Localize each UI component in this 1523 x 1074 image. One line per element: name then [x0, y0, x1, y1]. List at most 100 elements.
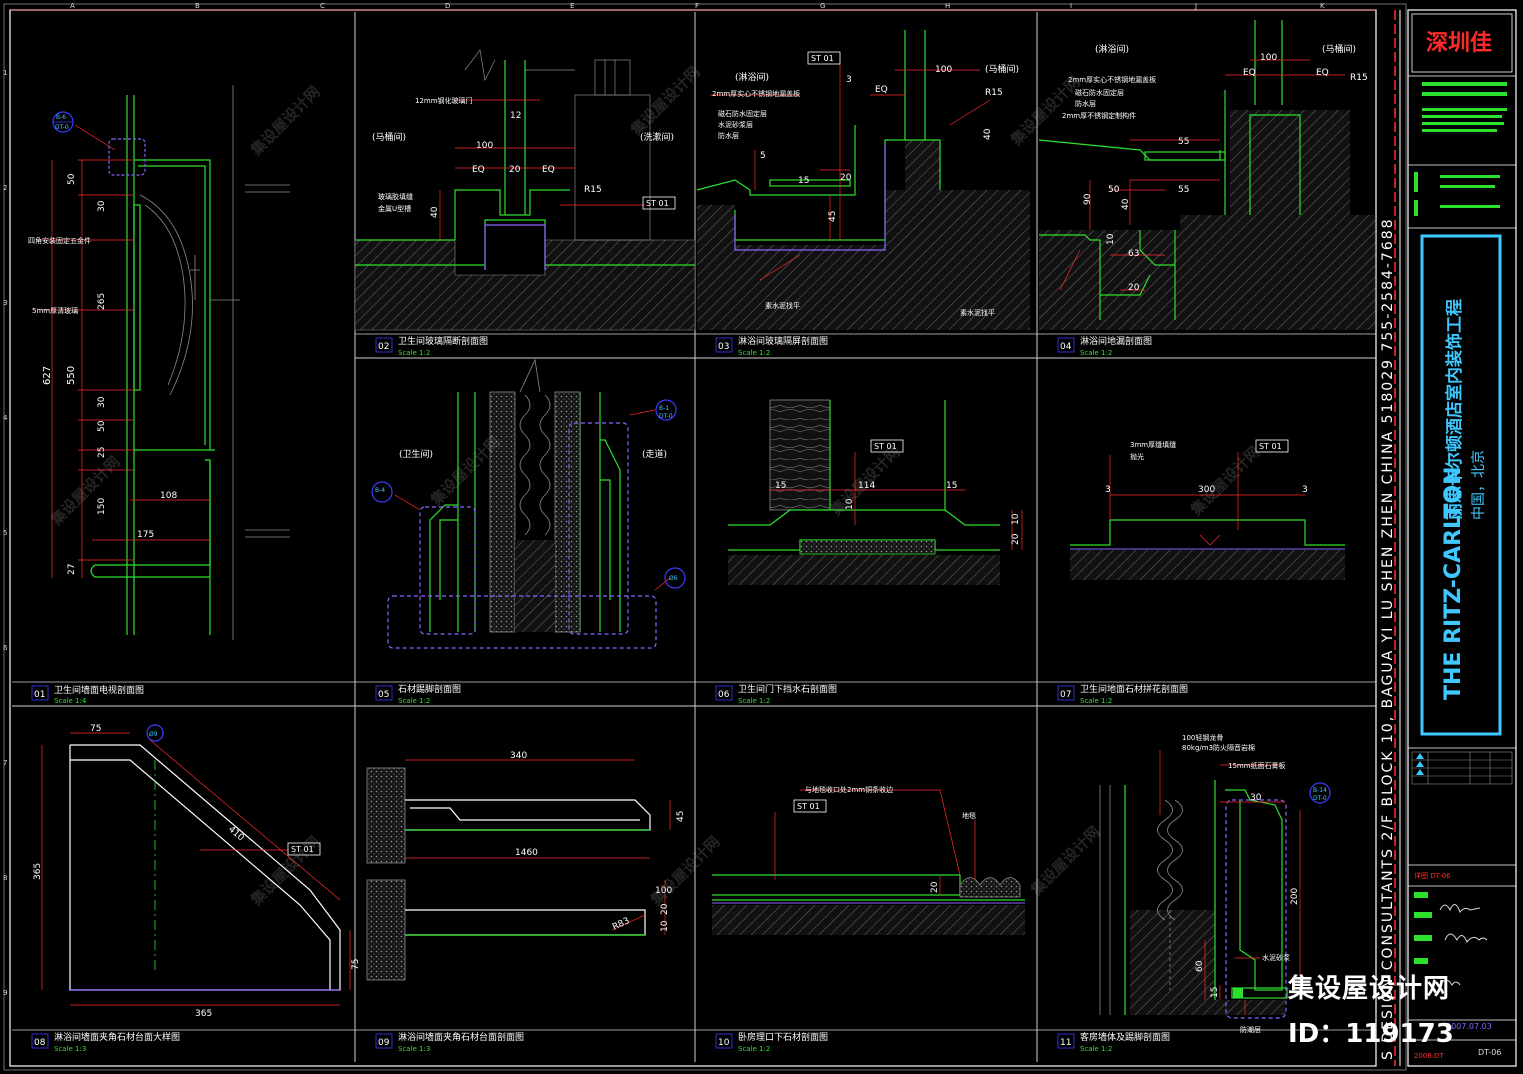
dimension-text: 50	[1108, 185, 1120, 195]
panel-number: 04	[1060, 342, 1072, 352]
dimension-text: 15	[1210, 987, 1220, 998]
material-tag: ST 01	[811, 54, 834, 63]
panel-title: 卫生间地面石材拼花剖面图	[1080, 683, 1188, 695]
grid-col-label: K	[1320, 2, 1325, 10]
dimension-text: 45	[676, 811, 686, 822]
dimension-text: 20	[509, 165, 521, 175]
detail-callout-sheet: DT-0	[55, 124, 69, 131]
panel-title: 淋浴间墙面夹角石材台面大样图	[54, 1031, 180, 1043]
grid-col-label: F	[695, 2, 699, 10]
drawing-number: 2008.DT	[1414, 1052, 1444, 1060]
grid-col-label: J	[1194, 2, 1197, 10]
detail-callout-tag: Ø6	[669, 575, 678, 582]
dimension-text: 40	[1121, 198, 1131, 210]
annotation-text: 四角安装固定五金件	[28, 236, 91, 245]
panel-grid	[12, 12, 1376, 1062]
panel-title: 卫生间玻璃隔断剖面图	[398, 335, 488, 347]
dimension-text: 100	[476, 141, 493, 151]
dimension-text: 627	[42, 366, 53, 385]
detail-02-glass-partition-section: (马桶间) (洗漱间) 12mm钢化玻璃门 玻璃胶填缝 金属U型槽 100 EQ…	[354, 49, 696, 331]
annotation-text: 2mm厚实心不锈钢地漏盖板	[1068, 75, 1156, 84]
detail-07-floor-stone-pattern-section: ST 01 3mm厚缝填缝 抛光 300 3 3	[1070, 439, 1345, 580]
detail-09-corner-countertop-section: 340 45 1460 100 20 10 R83	[366, 751, 686, 981]
dimension-text: 25	[97, 447, 107, 458]
dimension-text: 20	[1128, 283, 1140, 293]
dimension-text: 63	[1128, 249, 1139, 259]
panel-number: 02	[378, 342, 389, 352]
firm-address-text: S DESIGN CONSULTANTS 2/F BLOCK 10, BAGUA…	[1380, 217, 1396, 1060]
dimension-text: 175	[137, 530, 154, 540]
dimension-text: 10	[845, 498, 855, 510]
dimension-text: 75	[90, 724, 101, 734]
annotation-text: 防水层	[1075, 99, 1096, 108]
dimension-text: 5	[760, 151, 766, 161]
dimension-text: 12	[510, 111, 521, 121]
dimension-text: 340	[510, 751, 527, 761]
grid-row-label: 8	[3, 874, 7, 882]
detail-11-room-wall-skirting-section: 100轻钢龙骨 80kg/m3防火隔音岩棉 15mm纸面石膏板 水泥砂浆 防潮层…	[1099, 733, 1331, 1034]
detail-callout-tag: B-6	[56, 114, 66, 121]
annotation-text: 防潮层	[1240, 1025, 1261, 1034]
dimension-text: 27	[67, 564, 77, 575]
panel-title: 卧房理口下石材剖面图	[738, 1031, 828, 1043]
annotation-text: 地毯	[962, 811, 976, 820]
room-label: (卫生间)	[399, 448, 433, 460]
dimension-text: 45	[828, 211, 838, 222]
dimension-text: 10	[660, 920, 670, 932]
annotation-text: 水泥砂浆层	[718, 120, 753, 129]
annotation-text: 防水层	[718, 131, 739, 140]
panel-number: 10	[718, 1038, 730, 1048]
grid-row-label: 9	[3, 989, 7, 997]
material-tag: ST 01	[797, 802, 820, 811]
panel-scale: Scale 1:2	[1080, 349, 1112, 357]
dimension-text: 90	[1083, 193, 1093, 205]
detail-06-door-threshold-stone-section: ST 01 15 114 15 10 20 10	[728, 399, 1023, 585]
dimension-text: R15	[584, 185, 602, 195]
annotation-text: 100轻钢龙骨	[1182, 733, 1223, 742]
panel-number: 03	[718, 342, 729, 352]
panel-title: 卫生间墙面电视剖面图	[54, 684, 144, 696]
grid-row-label: 7	[3, 759, 7, 767]
revision-table	[1411, 751, 1513, 785]
panel-number: 08	[34, 1038, 46, 1048]
panel-title: 淋浴间玻璃隔屏剖面图	[738, 335, 828, 347]
annotation-text: 水泥砂浆	[1262, 953, 1290, 962]
dimension-text: 550	[66, 366, 77, 385]
panel-scale: Scale 1:2	[1080, 1045, 1112, 1053]
resource-id: ID：119173	[1288, 1019, 1454, 1049]
material-tag: ST 01	[291, 845, 314, 854]
panel-number: 06	[718, 690, 730, 700]
signature-fields	[1414, 892, 1432, 964]
dimension-text: 15	[798, 176, 809, 186]
firm-info-lines	[1422, 82, 1507, 132]
grid-row-label: 1	[3, 69, 7, 77]
panel-title: 客房墙体及踢脚剖面图	[1080, 1031, 1170, 1043]
dimension-text: 30	[97, 396, 107, 408]
panel-title: 淋浴间地漏剖面图	[1080, 335, 1152, 347]
room-label: (马桶间)	[372, 131, 406, 143]
dimension-text: 100	[935, 65, 952, 75]
drawing-date: 2007.07.03	[1446, 1022, 1492, 1031]
dimension-text: R15	[1350, 73, 1368, 83]
dimension-text: 30	[1250, 793, 1262, 803]
panel-scale: Scale 1:4	[54, 697, 87, 705]
detail-04-shower-drain-section: (淋浴间) (马桶间) 2mm厚实心不锈钢地漏盖板 磁石防水固定层 防水层 2m…	[960, 20, 1376, 330]
grid-row-label: 6	[3, 644, 8, 652]
site-brand-name: 集设屋设计网	[1288, 974, 1451, 1004]
dimension-text: 3	[846, 75, 852, 85]
material-tag: ST 01	[874, 442, 897, 451]
annotation-text: 2mm厚不锈钢定制构件	[1062, 111, 1136, 120]
stamp-lines	[1414, 172, 1500, 216]
site-brand-overlay: 集设屋设计网 ID：119173	[1288, 968, 1454, 1050]
annotation-text: 3mm厚缝填缝	[1130, 440, 1176, 449]
material-tag: ST 01	[646, 199, 669, 208]
dimension-text: 114	[858, 481, 875, 491]
panel-scale: Scale 1:2	[738, 349, 770, 357]
dimension-text: 40	[983, 128, 993, 140]
annotation-text: 抛光	[1130, 452, 1144, 461]
panel-scale: Scale 1:3	[398, 1045, 430, 1053]
dimension-text: 30	[97, 200, 107, 212]
room-label: (淋浴间)	[1095, 43, 1129, 55]
dimension-text: R15	[985, 88, 1003, 98]
